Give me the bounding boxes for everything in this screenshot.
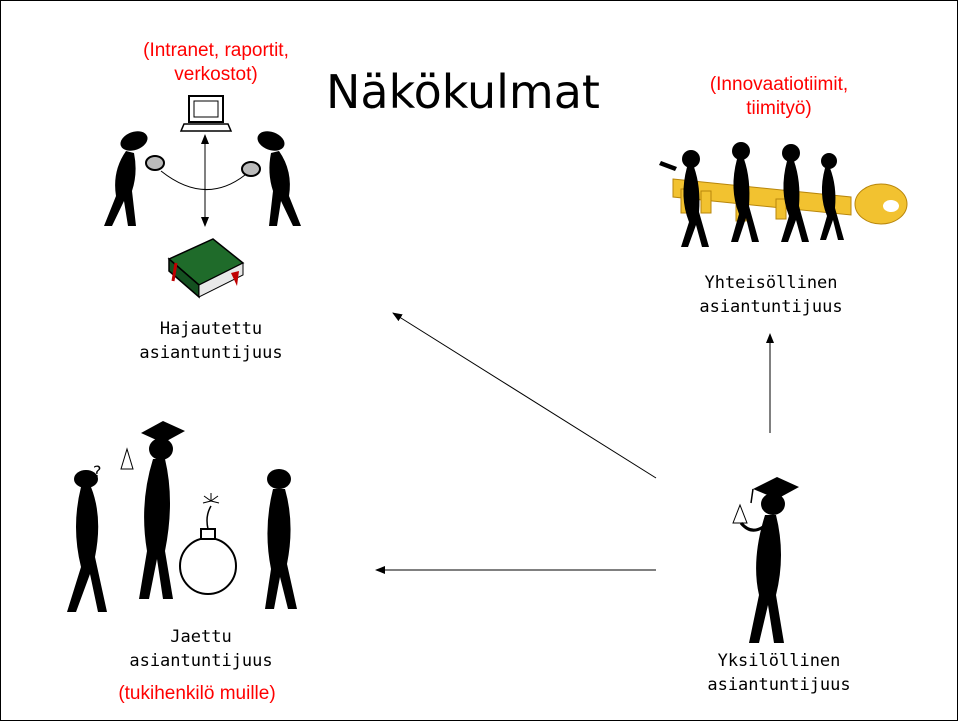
label-distributed: Hajautettu asiantuntijuus [111,317,311,365]
computer-icon [179,95,233,132]
note-distributed: (Intranet, raportit, verkostot) [116,39,316,87]
book-icon [167,238,245,299]
page-title: Näkökulmat [326,65,600,119]
label-collective: Yhteisöllinen asiantuntijuus [671,271,871,319]
label-shared-line1: Jaettu [170,627,232,647]
label-individual-line2: asiantuntijuus [707,675,851,695]
label-shared: Jaettu asiantuntijuus [101,625,301,673]
label-distributed-line2: asiantuntijuus [139,343,283,363]
bomb-icon [179,493,237,595]
team-with-key-icon [659,142,908,247]
note-collective-line1: (Innovaatiotiimit, [709,74,849,95]
label-individual-line1: Yksilöllinen [717,651,841,671]
note-shared: (tukihenkilö muille) [118,683,276,704]
note-collective-line2: tiimityö) [746,98,812,119]
tin-can-phone-figures [104,131,301,226]
graduate-figure-icon [732,477,799,643]
note-distributed-line2: verkostot) [174,64,258,85]
label-distributed-line1: Hajautettu [159,319,263,339]
thinking-figures-icon: ? [67,421,297,612]
label-collective-line1: Yhteisöllinen [704,273,838,293]
label-individual: Yksilöllinen asiantuntijuus [679,649,879,697]
label-shared-line2: asiantuntijuus [129,651,273,671]
arrow-individual-to-distributed [392,312,657,479]
svg-text:?: ? [93,462,102,481]
note-distributed-line1: (Intranet, raportit, [143,40,289,61]
label-collective-line2: asiantuntijuus [699,297,843,317]
note-collective: (Innovaatiotiimit, tiimityö) [679,73,879,121]
